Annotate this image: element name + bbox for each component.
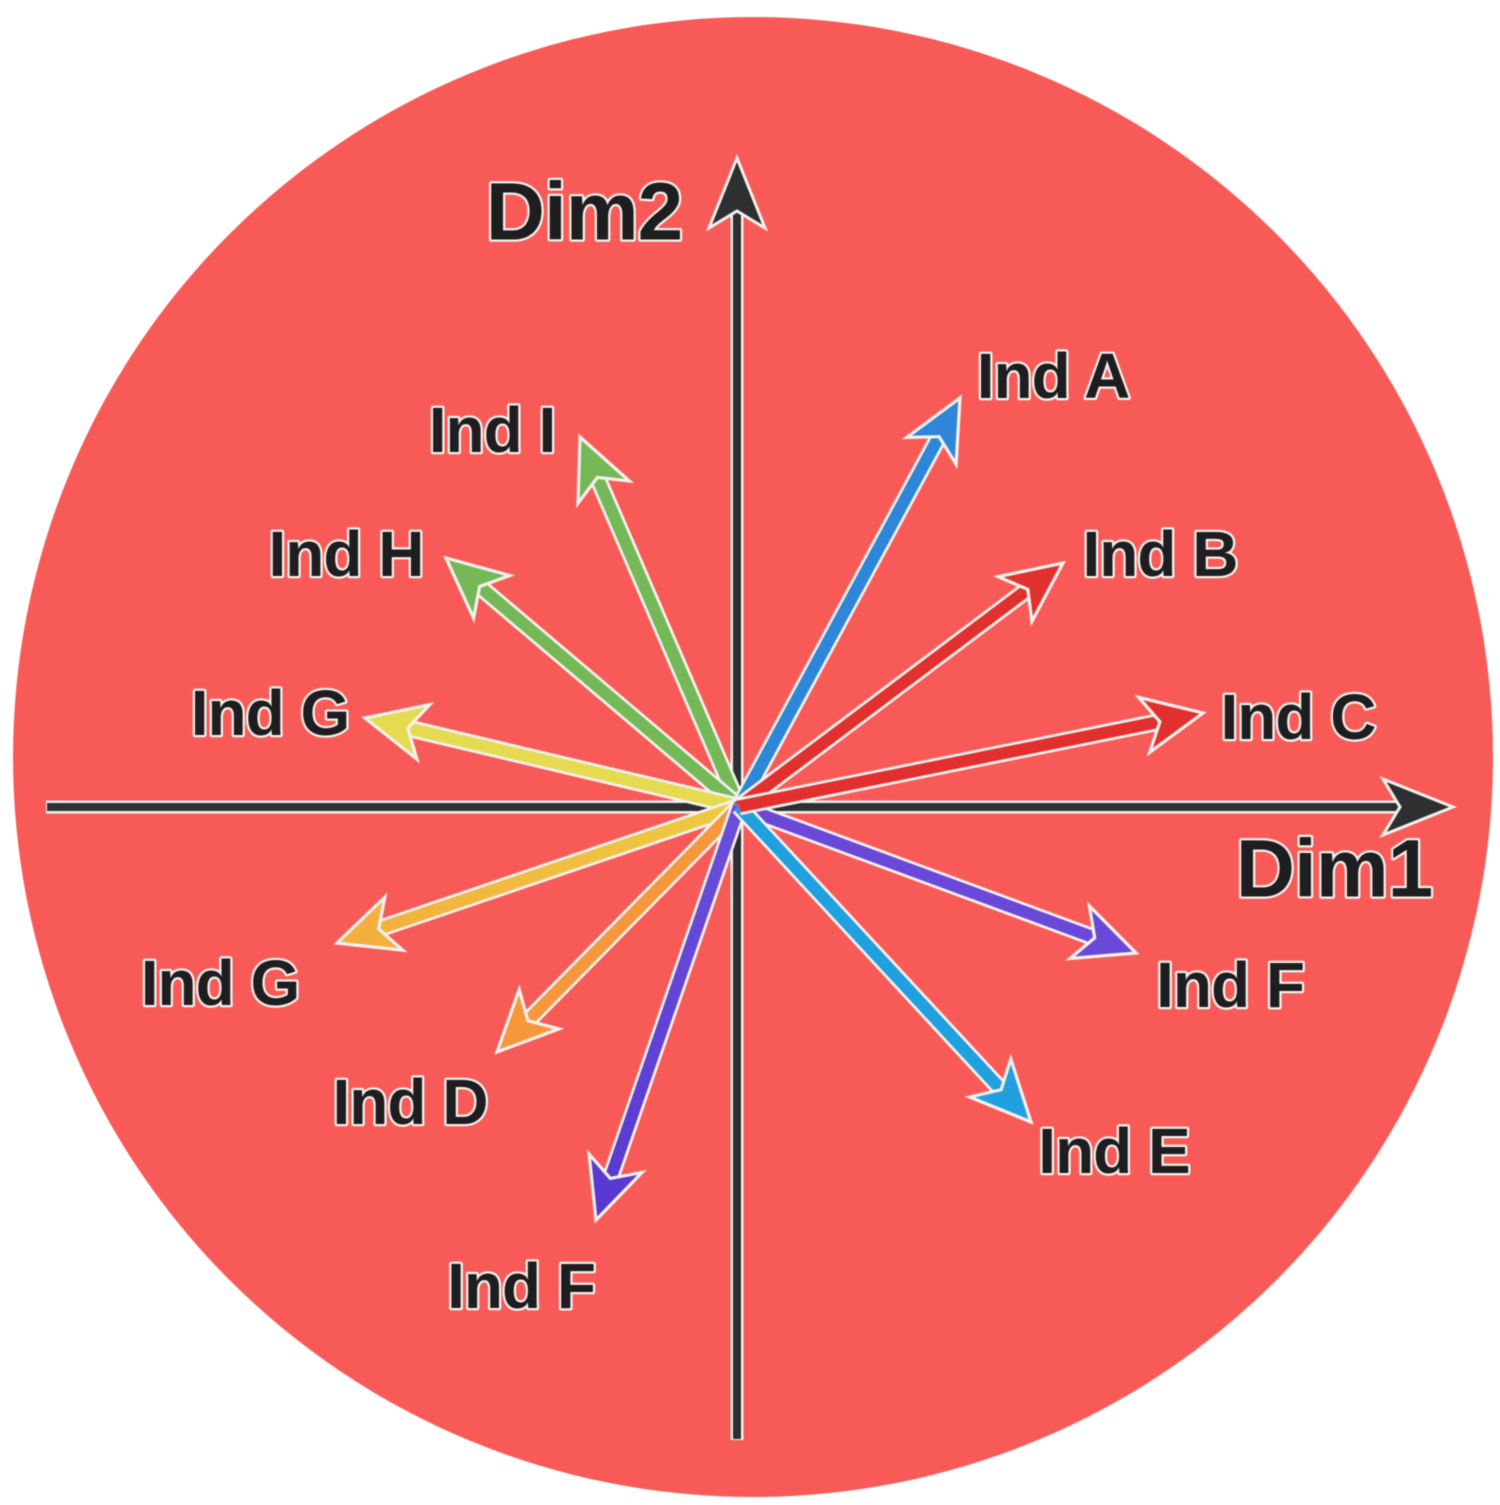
svg-text:Ind G: Ind G — [141, 947, 300, 1019]
svg-text:Ind B: Ind B — [1083, 518, 1238, 590]
svg-text:Ind G: Ind G — [191, 677, 350, 749]
svg-text:Ind F: Ind F — [1156, 949, 1304, 1021]
svg-text:Ind E: Ind E — [1038, 1115, 1189, 1187]
svg-text:Ind I: Ind I — [429, 394, 556, 466]
svg-text:Ind A: Ind A — [977, 340, 1130, 412]
svg-text:Dim2: Dim2 — [486, 167, 683, 258]
svg-text:Dim1: Dim1 — [1236, 824, 1433, 915]
svg-text:Ind C: Ind C — [1221, 681, 1376, 753]
svg-text:Ind D: Ind D — [333, 1066, 488, 1138]
svg-text:Ind F: Ind F — [447, 1250, 595, 1322]
svg-text:Ind H: Ind H — [269, 518, 424, 590]
